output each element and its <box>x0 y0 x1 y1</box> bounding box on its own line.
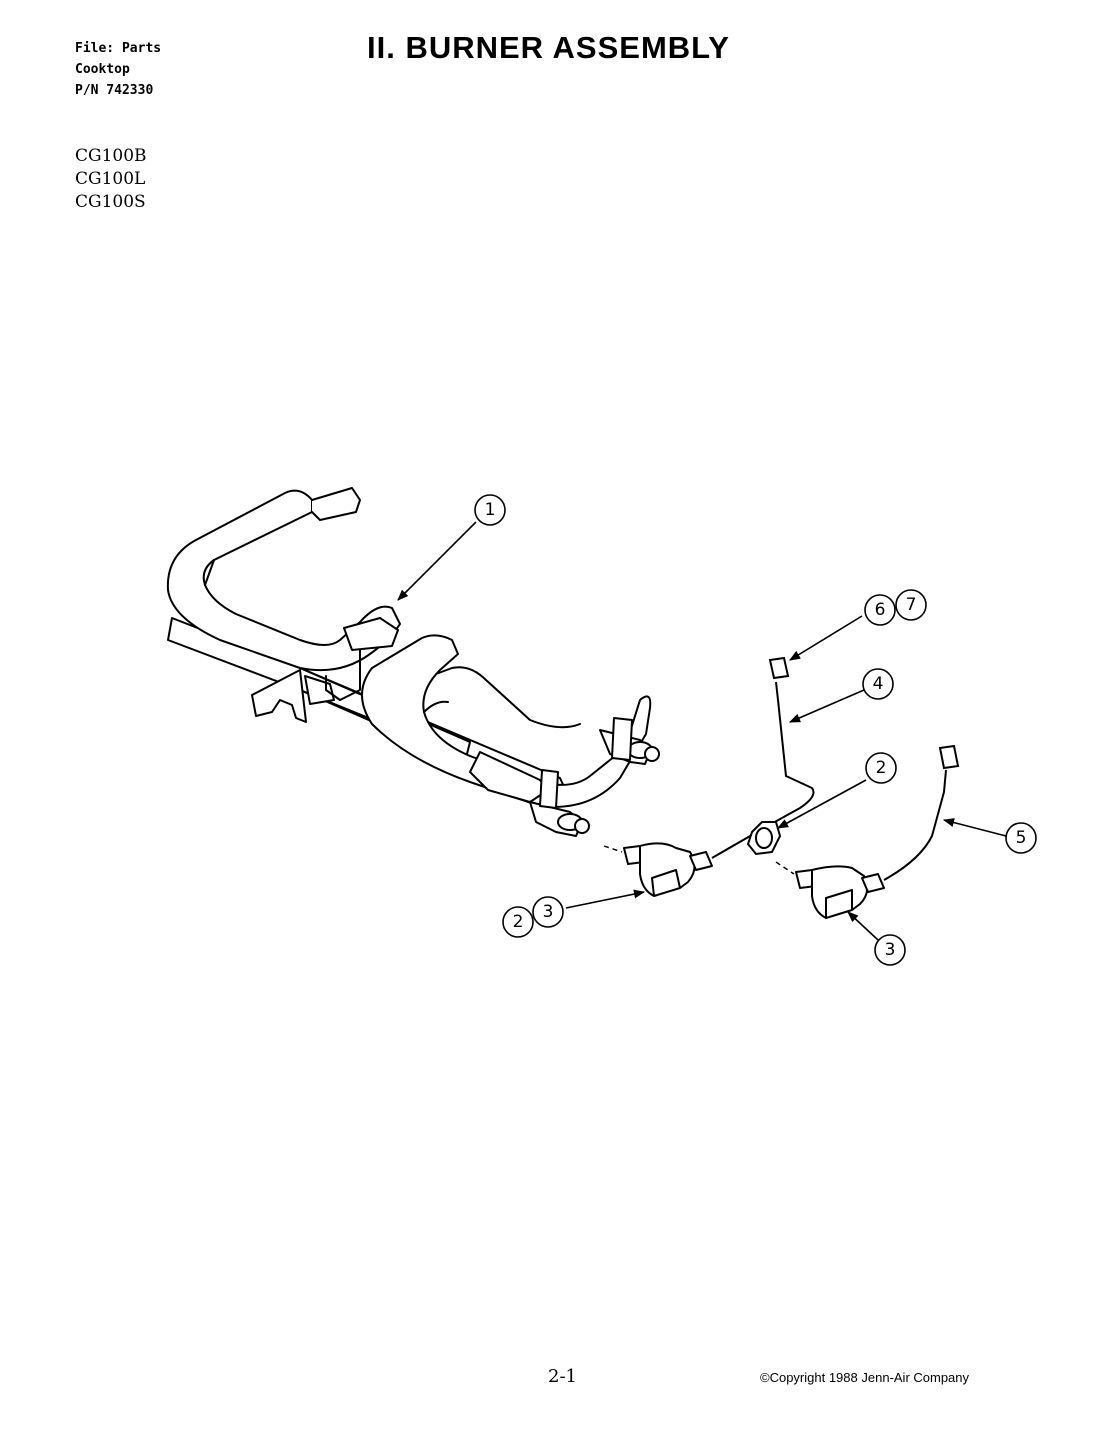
svg-text:2: 2 <box>513 912 524 932</box>
svg-text:6: 6 <box>875 600 886 620</box>
svg-text:3: 3 <box>543 902 554 922</box>
callout-4: 4 <box>862 668 894 700</box>
callout-3: 3 <box>874 934 906 966</box>
wire-connector-top <box>768 656 790 680</box>
electrode-left <box>623 842 713 897</box>
callout-3: 3 <box>532 896 564 928</box>
svg-text:4: 4 <box>873 674 884 694</box>
nut-part <box>746 821 782 856</box>
electrode-right <box>795 865 885 919</box>
svg-text:5: 5 <box>1016 828 1027 848</box>
file-label: File: Parts <box>75 41 162 56</box>
dash-line <box>775 861 795 875</box>
part-number: P/N 742330 <box>75 83 154 98</box>
wire-connector-right <box>938 744 960 770</box>
callout-1: 1 <box>474 494 506 526</box>
svg-text:7: 7 <box>906 595 917 615</box>
model-item: CG100S <box>75 192 146 212</box>
file-type: Cooktop <box>75 62 130 77</box>
ignition-wire-right <box>883 769 947 881</box>
callout-7: 7 <box>895 589 927 621</box>
model-list: CG100B CG100L CG100S <box>75 145 147 214</box>
page-number: 2-1 <box>548 1366 577 1387</box>
dash-line <box>603 845 623 853</box>
callout-2: 2 <box>865 752 897 784</box>
model-item: CG100B <box>75 146 147 166</box>
page-title: II. BURNER ASSEMBLY <box>367 30 730 65</box>
model-item: CG100L <box>75 169 146 189</box>
svg-text:2: 2 <box>876 758 887 778</box>
copyright-notice: ©Copyright 1988 Jenn-Air Company <box>760 1370 970 1385</box>
leader-lines <box>397 521 1007 941</box>
burner-drawing <box>166 487 660 837</box>
callout-6: 6 <box>864 594 896 626</box>
callout-5: 5 <box>1005 822 1037 854</box>
file-info: File: Parts Cooktop P/N 742330 <box>75 38 161 101</box>
callout-2: 2 <box>502 906 534 938</box>
svg-text:3: 3 <box>885 940 896 960</box>
svg-text:1: 1 <box>485 500 496 520</box>
ignition-wire-left <box>711 681 815 859</box>
